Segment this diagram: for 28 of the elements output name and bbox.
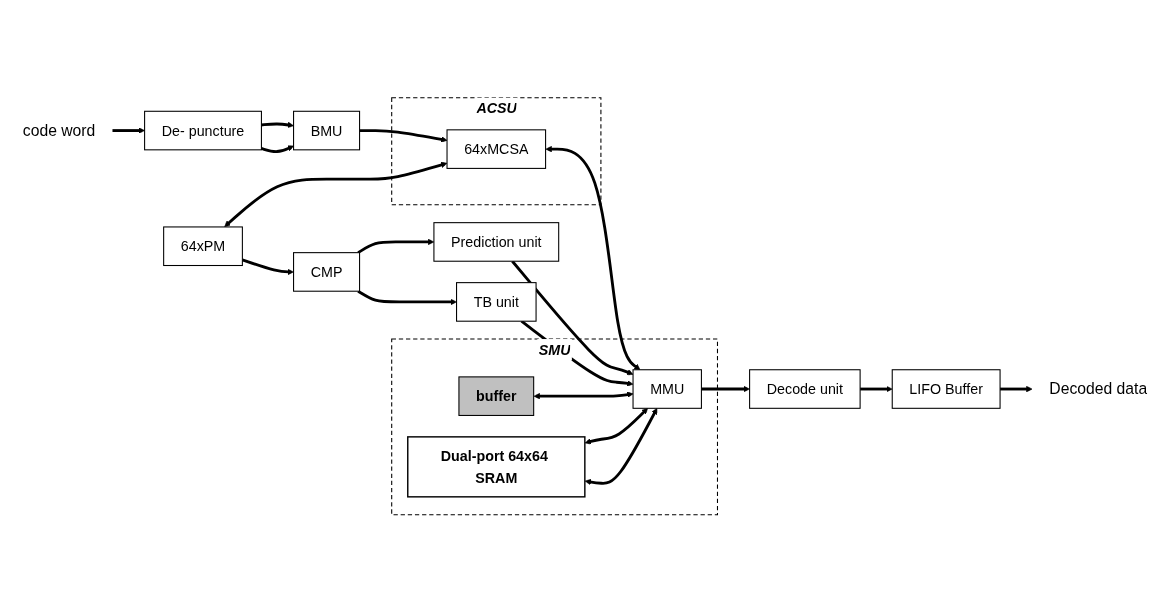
arrow (359, 128, 448, 143)
node-box: CMP (293, 251, 361, 292)
node-box: Decode unit (749, 369, 861, 409)
node-box: 64xMCSA (446, 129, 547, 169)
arrow (357, 289, 457, 305)
node-text: Decoded data (1049, 379, 1148, 398)
arrow (112, 127, 145, 134)
node-box: De- puncture (144, 110, 262, 151)
arrow (860, 385, 893, 392)
node-box: buffer (458, 376, 535, 416)
arrow (511, 260, 634, 375)
arrow (1000, 385, 1033, 392)
arrow (533, 391, 634, 400)
node-box: Dual-port 64x64 SRAM (407, 435, 586, 498)
arrow (584, 407, 648, 445)
arrow (224, 161, 448, 227)
node-box: TB unit (456, 281, 537, 322)
node-box: Prediction unit (433, 221, 560, 262)
node-box: LIFO Buffer (891, 369, 1001, 409)
arrow (261, 121, 294, 128)
node-text: code word (22, 121, 96, 140)
node-box: 64xPM (163, 226, 243, 266)
arrow (545, 145, 641, 370)
node-box: MMU (632, 369, 702, 409)
arrow (584, 407, 658, 485)
arrow (261, 145, 294, 153)
node-box: BMU (293, 110, 361, 151)
arrow (701, 385, 750, 392)
